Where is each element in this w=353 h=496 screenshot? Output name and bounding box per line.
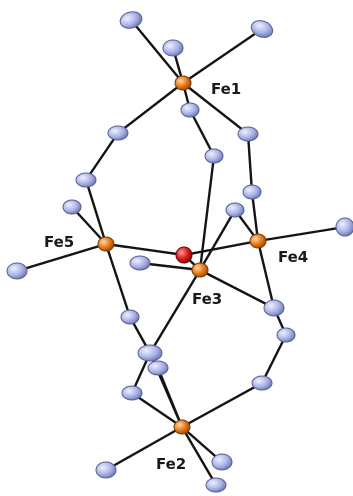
bond-n1d-n5a <box>84 131 120 182</box>
ligand-atom <box>95 461 117 479</box>
bond-n3a-fe3 <box>198 154 216 272</box>
bond-n2d-fe2 <box>180 381 264 429</box>
ligand-atom <box>75 172 97 188</box>
iron-atom-fe3 <box>191 262 209 278</box>
iron-atom-fe5 <box>97 236 115 252</box>
label-fe3: Fe3 <box>192 290 222 308</box>
label-fe5: Fe5 <box>44 233 74 251</box>
ligand-atom <box>120 309 140 325</box>
ligand-atom <box>242 184 262 200</box>
ligand-atom <box>162 39 184 57</box>
bond-n1f-n4a <box>246 132 254 194</box>
bond-fe4-n4b <box>256 225 347 243</box>
ligand-atom <box>119 11 143 29</box>
label-fe4: Fe4 <box>278 248 308 266</box>
label-fe1: Fe1 <box>211 80 241 98</box>
ligand-atom <box>276 327 296 343</box>
label-fe2: Fe2 <box>156 455 186 473</box>
bond-fe5-o <box>104 242 186 257</box>
bond-fe5-n5b <box>70 205 108 246</box>
bond-n5a-fe5 <box>84 178 108 246</box>
bond-n4d-fe3 <box>198 208 237 272</box>
bond-fe3-n2b <box>148 268 202 355</box>
ligand-atom <box>335 217 353 237</box>
ligand-atom <box>225 202 245 218</box>
ligand-atom <box>107 125 129 141</box>
ligand-atom <box>237 126 259 142</box>
bond-fe5-n5d <box>104 242 132 319</box>
bond-n2c-n2d <box>260 333 288 385</box>
bond-n2e-fe2 <box>130 391 184 429</box>
bond-fe5-n5c <box>15 242 108 273</box>
bond-fe2-n2g <box>104 425 184 472</box>
bonds <box>15 18 347 487</box>
ligand-atom <box>250 20 274 38</box>
bond-fe3-n3c <box>198 268 276 310</box>
iron-atoms <box>97 75 267 435</box>
ligand-atom <box>121 385 143 401</box>
bond-fe1-n1a <box>129 18 185 85</box>
ligand-atom <box>251 375 273 391</box>
iron-atom-fe4 <box>249 233 267 249</box>
ligand-atom <box>137 344 163 362</box>
ligand-atom <box>129 255 151 271</box>
ligand-atom <box>263 299 285 317</box>
bond-fe1-n1f <box>181 81 250 136</box>
ligand-atom <box>62 199 82 215</box>
ligand-atom <box>147 360 169 376</box>
bond-fe1-n1c <box>181 27 264 85</box>
ligand-atom <box>204 148 224 164</box>
atom-labels: Fe1 Fe5 Fe4 Fe3 Fe2 <box>44 80 308 473</box>
bond-fe2-n2i <box>180 425 218 487</box>
bond-fe2-n2f <box>156 366 184 429</box>
iron-atom-fe2 <box>173 419 191 435</box>
ligand-atom <box>205 477 227 493</box>
bond-n1e-n3a <box>188 108 216 158</box>
ligand-atom <box>6 262 28 280</box>
bond-n4a-fe4 <box>250 190 260 243</box>
bond-o-fe4 <box>182 239 260 257</box>
ligand-atoms <box>6 11 353 493</box>
oxygen-atom <box>175 246 193 264</box>
iron-atom-fe1 <box>174 75 192 91</box>
bond-fe1-n1d <box>116 81 185 135</box>
ligand-atom <box>211 453 233 471</box>
bond-fe4-n4c <box>256 239 276 310</box>
ligand-atom <box>180 102 200 118</box>
